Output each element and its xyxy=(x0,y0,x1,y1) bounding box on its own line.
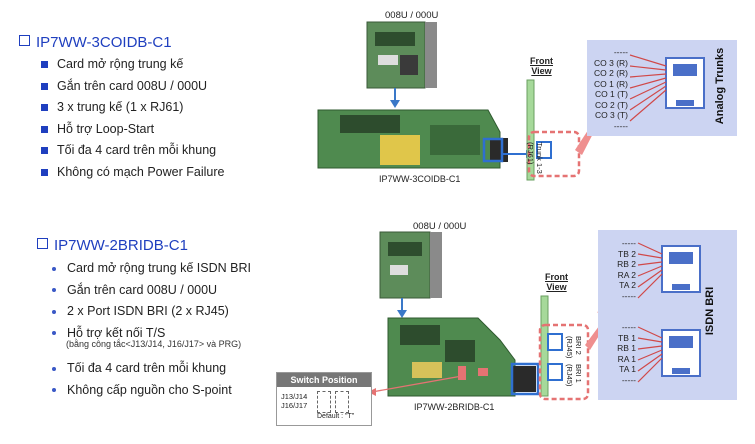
checkbox-icon xyxy=(19,35,30,46)
arrow-head-icon xyxy=(368,388,376,396)
dot-bullet-icon xyxy=(52,288,56,293)
checkbox-icon xyxy=(37,238,48,249)
bri1-port-label: BRI 1(RJ45) xyxy=(565,364,583,387)
expansion-card-image xyxy=(379,231,442,299)
front-view-bar xyxy=(540,295,549,397)
section1-card-label: IP7WW-3COIDB-C1 xyxy=(379,174,461,184)
switch-default: Default : "T" xyxy=(317,413,355,420)
dot-bullet-icon xyxy=(52,309,56,314)
port-highlight xyxy=(538,323,590,401)
section1-list: Card mở rộng trung kế Gắn trên card 008U… xyxy=(41,54,224,183)
section2-list: Card mở rộng trung kế ISDN BRI Gắn trên … xyxy=(52,258,251,401)
connector-highlight xyxy=(482,137,504,163)
switch-labels: J13/J14 J16/J17 xyxy=(281,392,308,410)
bri2-port-label: BRI 2(RJ45) xyxy=(565,336,583,359)
connector-line xyxy=(371,375,463,393)
switch-position-title: Switch Position xyxy=(277,373,371,387)
section2-title: IP7WW-2BRIDB-C1 xyxy=(37,237,188,254)
list-item: Hỗ trợ Loop-Start xyxy=(41,119,224,141)
dot-bullet-icon xyxy=(52,266,56,271)
list-item: Card mở rộng trung kế ISDN BRI xyxy=(52,258,251,280)
switch-icon xyxy=(317,391,331,413)
rj45-port-icon xyxy=(547,333,563,351)
list-item: Gắn trên card 008U / 000U xyxy=(52,280,251,302)
main-board-image xyxy=(387,317,536,397)
front-view-bar xyxy=(526,79,535,181)
list-item: Không cấp nguồn cho S-point xyxy=(52,380,251,402)
list-item: Card mở rộng trung kế xyxy=(41,54,224,76)
square-bullet-icon xyxy=(41,147,48,155)
list-item: Tối đa 4 card trên mỗi khung xyxy=(52,358,251,380)
section2-card-top-label: 008U / 000U xyxy=(413,221,467,232)
arrow-head-icon xyxy=(397,310,407,318)
section1-title: IP7WW-3COIDB-C1 xyxy=(19,34,172,51)
list-item: Không có mạch Power Failure xyxy=(41,162,224,184)
rj61-connector-icon xyxy=(665,57,705,109)
main-board-image xyxy=(317,109,508,169)
switch-icon xyxy=(335,391,349,413)
pin-list: ----- CO 3 (R) CO 2 (R) CO 1 (R) CO 1 (T… xyxy=(594,47,628,131)
list-item: 3 x trung kế (1 x RJ61) xyxy=(41,97,224,119)
pin-list-bri1: ----- TB 1 RB 1 RA 1 TA 1 ----- xyxy=(617,322,636,385)
list-item: 2 x Port ISDN BRI (2 x RJ45) xyxy=(52,301,251,323)
list-item: Hỗ trợ kết nối T/S xyxy=(52,323,251,345)
dot-bullet-icon xyxy=(52,331,56,336)
dot-bullet-icon xyxy=(52,388,56,393)
dot-bullet-icon xyxy=(52,366,56,371)
square-bullet-icon xyxy=(41,104,48,112)
square-bullet-icon xyxy=(41,61,48,69)
switch-note: (bằng công tắc<J13/J14, J16/J17> và PRG) xyxy=(66,339,242,349)
port-highlight xyxy=(527,130,581,178)
arrow-head-icon xyxy=(390,100,400,108)
isdn-bri-title: ISDN BRI xyxy=(704,286,717,336)
section2-card-label: IP7WW-2BRIDB-C1 xyxy=(414,402,495,412)
rj61-port-icon xyxy=(536,141,552,159)
expansion-card-image xyxy=(366,21,437,89)
list-item: Tối đa 4 card trên mỗi khung xyxy=(41,140,224,162)
square-bullet-icon xyxy=(41,82,48,90)
square-bullet-icon xyxy=(41,125,48,133)
switch-position-box: Switch Position J13/J14 J16/J17 Default … xyxy=(276,372,372,426)
list-item: Gắn trên card 008U / 000U xyxy=(41,76,224,98)
section1-card-top-label: 008U / 000U xyxy=(385,10,439,21)
pin-list-bri2: ----- TB 2 RB 2 RA 2 TA 2 ----- xyxy=(617,238,636,301)
rj45-port-icon xyxy=(547,363,563,381)
square-bullet-icon xyxy=(41,168,48,176)
